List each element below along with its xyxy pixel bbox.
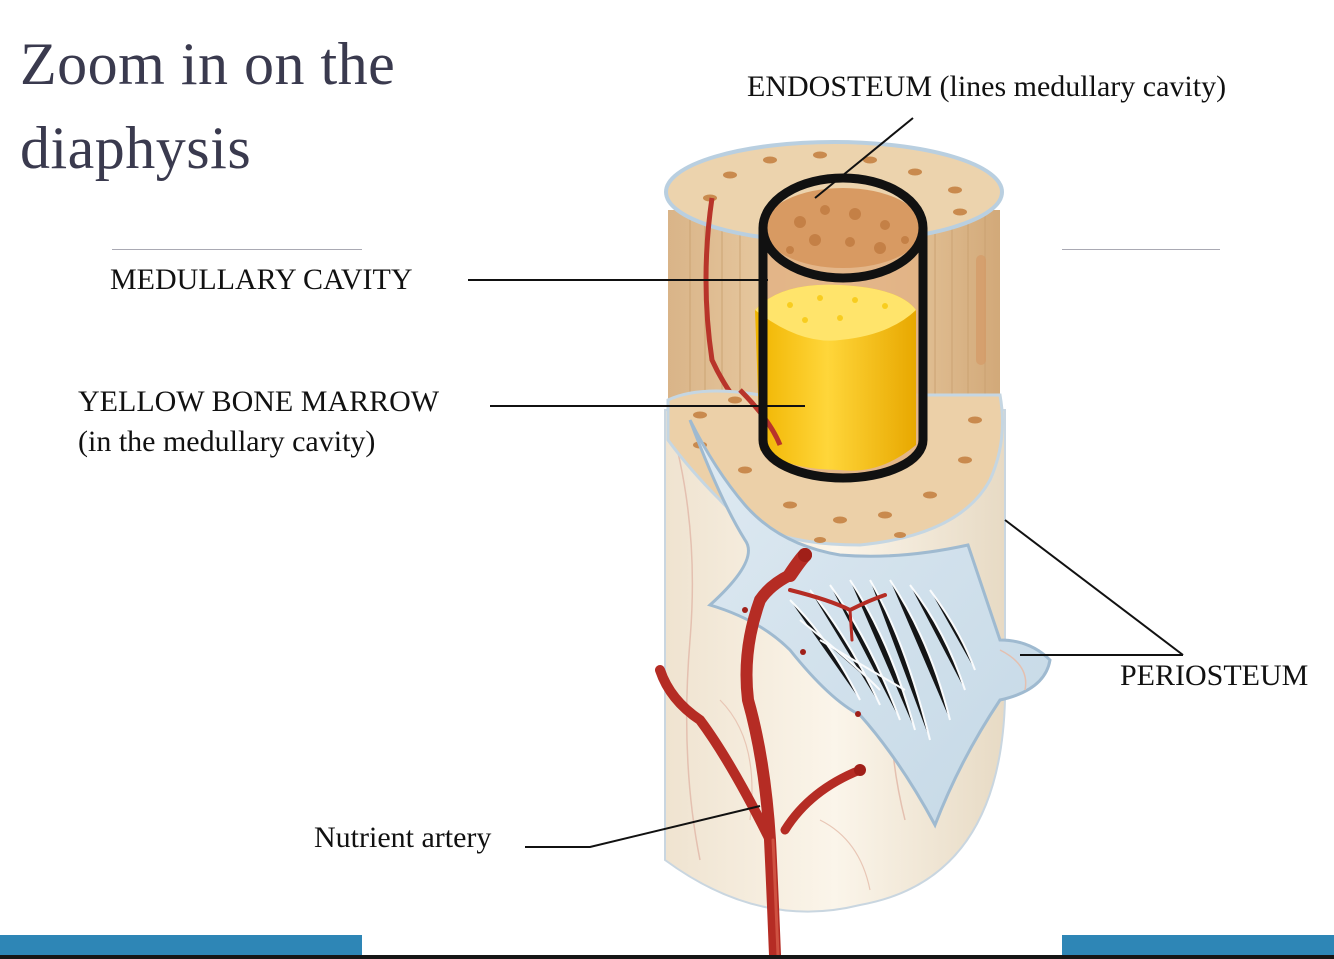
slide-title: Zoom in on the diaphysis bbox=[20, 31, 396, 181]
divider-left bbox=[112, 249, 362, 250]
label-periosteum: PERIOSTEUM bbox=[1120, 659, 1309, 692]
label-medullary-cavity: MEDULLARY CAVITY bbox=[110, 263, 413, 296]
label-yellow-bone-marrow-note: (in the medullary cavity) bbox=[78, 425, 376, 458]
label-yellow-bone-marrow: YELLOW BONE MARROW bbox=[78, 385, 440, 418]
periosteum-flap bbox=[688, 419, 1052, 829]
label-endosteum: ENDOSTEUM (lines medullary cavity) bbox=[747, 70, 1227, 103]
leader-lines bbox=[468, 117, 1184, 848]
bottom-rule bbox=[0, 955, 1334, 959]
divider-right bbox=[1062, 249, 1220, 250]
accent-bar-right bbox=[1062, 935, 1334, 955]
medullary-cavity-cylinder bbox=[738, 173, 928, 483]
label-nutrient-artery: Nutrient artery bbox=[314, 821, 492, 854]
accent-bar-left bbox=[0, 935, 362, 955]
